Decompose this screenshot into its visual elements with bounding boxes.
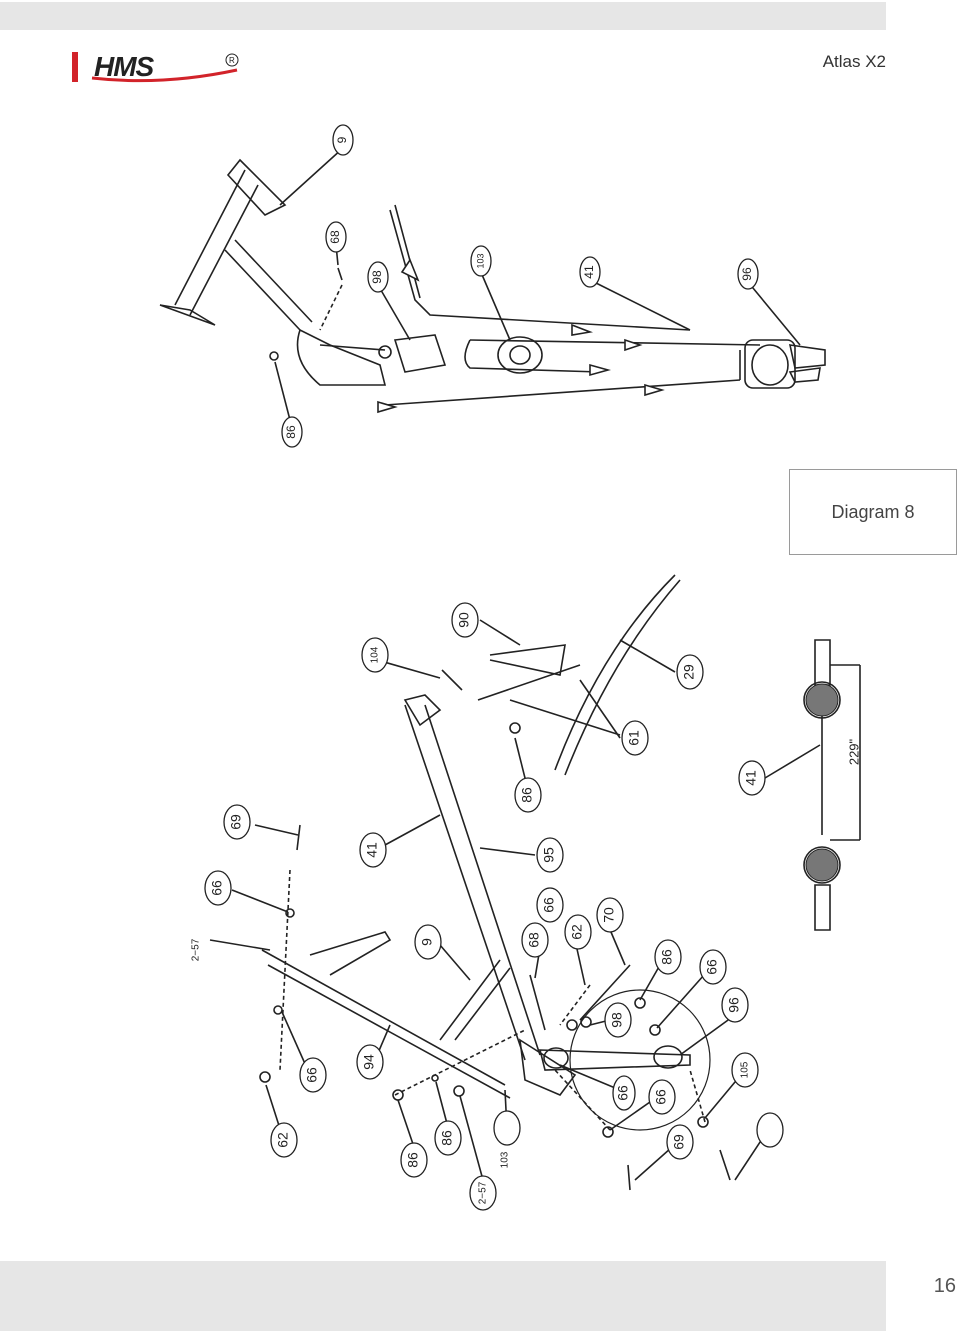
- svg-text:HMS: HMS: [94, 51, 155, 82]
- callout-label: 96: [726, 997, 742, 1013]
- callout-label: 2−57: [191, 938, 202, 961]
- callout-label: 103: [475, 253, 485, 268]
- callout-label: 66: [615, 1085, 631, 1101]
- model-name: Atlas X2: [822, 52, 886, 71]
- callout-label: 68: [328, 230, 342, 244]
- callout-label: 9: [419, 938, 435, 946]
- callout-label: 2−57: [478, 1181, 489, 1204]
- callout-label: 104: [370, 646, 381, 663]
- callout-label: 103: [500, 1151, 511, 1168]
- callout-label: 61: [626, 730, 642, 746]
- footer-band: [0, 1261, 886, 1331]
- callout-label: 94: [361, 1054, 377, 1070]
- callout-label: 66: [209, 880, 225, 896]
- callout-label: 66: [653, 1089, 669, 1105]
- callout-label: 41: [364, 842, 380, 858]
- callout-label: 66: [704, 959, 720, 975]
- diagram-title: Diagram 8: [831, 501, 915, 522]
- callout-label: 96: [740, 267, 754, 281]
- callout-label: 41: [582, 265, 596, 279]
- callout-label: 86: [284, 425, 298, 439]
- callout-label: 86: [405, 1152, 421, 1168]
- callout-label: 29: [681, 664, 697, 680]
- callout-label: 41: [743, 770, 759, 786]
- callout-label: 69: [671, 1134, 687, 1150]
- callout-label: 62: [275, 1132, 291, 1148]
- svg-text:R: R: [229, 56, 235, 65]
- callout-label: 66: [541, 897, 557, 913]
- callout-label: 66: [304, 1067, 320, 1083]
- callout-label: 229": [846, 738, 861, 765]
- callout-label: 70: [601, 907, 617, 923]
- callout-label: 69: [228, 814, 244, 830]
- header-band: [0, 2, 886, 30]
- callout-label: 9: [335, 136, 349, 143]
- callout-label: 86: [659, 949, 675, 965]
- callout-label: 68: [526, 932, 542, 948]
- callout-label: 95: [541, 847, 557, 863]
- diagram-title-box: Diagram 8: [789, 469, 957, 555]
- callout-label: 62: [569, 924, 585, 940]
- callout-label: 98: [370, 270, 384, 284]
- callout-label: 90: [456, 612, 472, 628]
- callout-label: 98: [609, 1012, 625, 1028]
- callout-label: 86: [519, 787, 535, 803]
- callout-label: 105: [740, 1061, 751, 1078]
- hms-logo: HMS R: [72, 51, 239, 83]
- page-number: 16: [933, 1275, 956, 1297]
- callout-label: 86: [439, 1130, 455, 1146]
